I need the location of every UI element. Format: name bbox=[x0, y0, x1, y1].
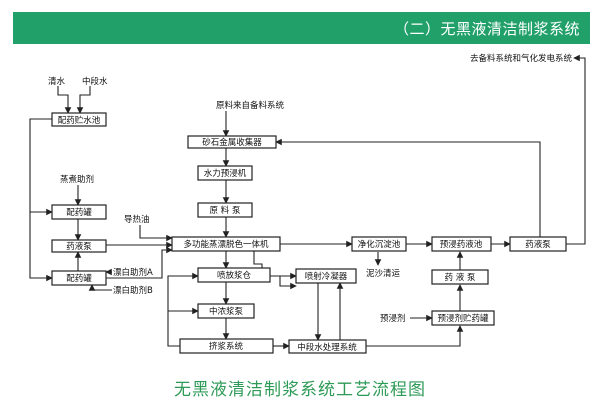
node-shashi-jinshu: 砂石金属收集器 bbox=[187, 135, 277, 149]
node-yaoye-beng-left: 药液泵 bbox=[51, 239, 107, 253]
svg-text:配药贮水池: 配药贮水池 bbox=[58, 115, 101, 126]
svg-text:药液泵: 药液泵 bbox=[525, 239, 551, 250]
node-peiyao-guan-1: 配药罐 bbox=[51, 204, 107, 220]
node-peiyao-guan-2: 配药罐 bbox=[51, 270, 107, 286]
label-yuanliao-source: 原料来自备料系统 bbox=[216, 100, 285, 111]
svg-text:预浸药液池: 预浸药液池 bbox=[440, 239, 483, 250]
label-qingshui: 清水 bbox=[48, 76, 66, 87]
svg-text:药 液 泵: 药 液 泵 bbox=[445, 272, 476, 283]
flow-lines bbox=[29, 54, 586, 350]
svg-text:配药罐: 配药罐 bbox=[66, 273, 92, 284]
node-penshe-lengningqi: 喷射冷凝器 bbox=[295, 268, 357, 284]
svg-text:药液泵: 药液泵 bbox=[66, 241, 92, 252]
node-zhongnong-jiangbeng: 中浓浆泵 bbox=[197, 303, 255, 319]
label-zhongduanshui: 中段水 bbox=[82, 76, 108, 87]
svg-text:原 料 泵: 原 料 泵 bbox=[210, 205, 241, 216]
section-header-bar: （二）无黑液清洁制浆系统 bbox=[13, 12, 590, 44]
label-piaobai-a: 漂白助剂A bbox=[113, 267, 153, 278]
node-yaoye-beng-right: 药液泵 bbox=[509, 236, 567, 252]
label-to-beiliao: 去备料系统和气化发电系统 bbox=[470, 53, 573, 64]
diagram-caption: 无黑液清洁制浆系统工艺流程图 bbox=[174, 380, 426, 400]
svg-text:配药罐: 配药罐 bbox=[66, 207, 92, 218]
svg-text:水力预浸机: 水力预浸机 bbox=[204, 168, 247, 179]
label-nisha-qingyun: 泥沙清运 bbox=[366, 268, 401, 279]
node-peiyao-chushuichi: 配药贮水池 bbox=[51, 112, 107, 127]
node-duogongneng: 多功能蒸漂脱色一体机 bbox=[171, 236, 281, 252]
svg-text:中段水处理系统: 中段水处理系统 bbox=[297, 342, 357, 353]
node-yujinji-zhuyaoguan: 预浸剂贮药罐 bbox=[431, 310, 495, 326]
svg-text:中浓浆泵: 中浓浆泵 bbox=[209, 306, 244, 317]
svg-text:净化沉淀池: 净化沉淀池 bbox=[358, 239, 401, 250]
section-title: （二）无黑液清洁制浆系统 bbox=[393, 20, 580, 38]
node-yaoye-beng-mid: 药 液 泵 bbox=[431, 269, 489, 285]
node-jijiang-xitong: 挤浆系统 bbox=[179, 338, 274, 354]
node-jinghua-chendianchi: 净化沉淀池 bbox=[351, 236, 407, 252]
svg-text:多功能蒸漂脱色一体机: 多功能蒸漂脱色一体机 bbox=[183, 239, 269, 250]
svg-text:喷射冷凝器: 喷射冷凝器 bbox=[305, 271, 348, 282]
label-zhengzhu-zhuji: 蒸煮助剂 bbox=[60, 174, 94, 185]
node-penfang-jiangcang: 喷放浆仓 bbox=[197, 267, 271, 283]
node-yuanliao-beng: 原 料 泵 bbox=[197, 202, 253, 218]
node-yujin-yaoyechi: 预浸药液池 bbox=[431, 236, 492, 252]
svg-text:预浸剂贮药罐: 预浸剂贮药罐 bbox=[437, 313, 489, 324]
node-shuili-yujin: 水力预浸机 bbox=[197, 165, 253, 181]
svg-text:挤浆系统: 挤浆系统 bbox=[209, 341, 244, 352]
svg-text:砂石金属收集器: 砂石金属收集器 bbox=[202, 137, 262, 148]
node-zhongduanshui-chuli: 中段水处理系统 bbox=[288, 339, 367, 354]
label-piaobai-b: 漂白助剂B bbox=[113, 285, 153, 296]
label-daoreyou: 导热油 bbox=[124, 214, 150, 225]
label-yujinji: 预浸剂 bbox=[380, 313, 406, 324]
svg-text:喷放浆仓: 喷放浆仓 bbox=[217, 270, 252, 281]
